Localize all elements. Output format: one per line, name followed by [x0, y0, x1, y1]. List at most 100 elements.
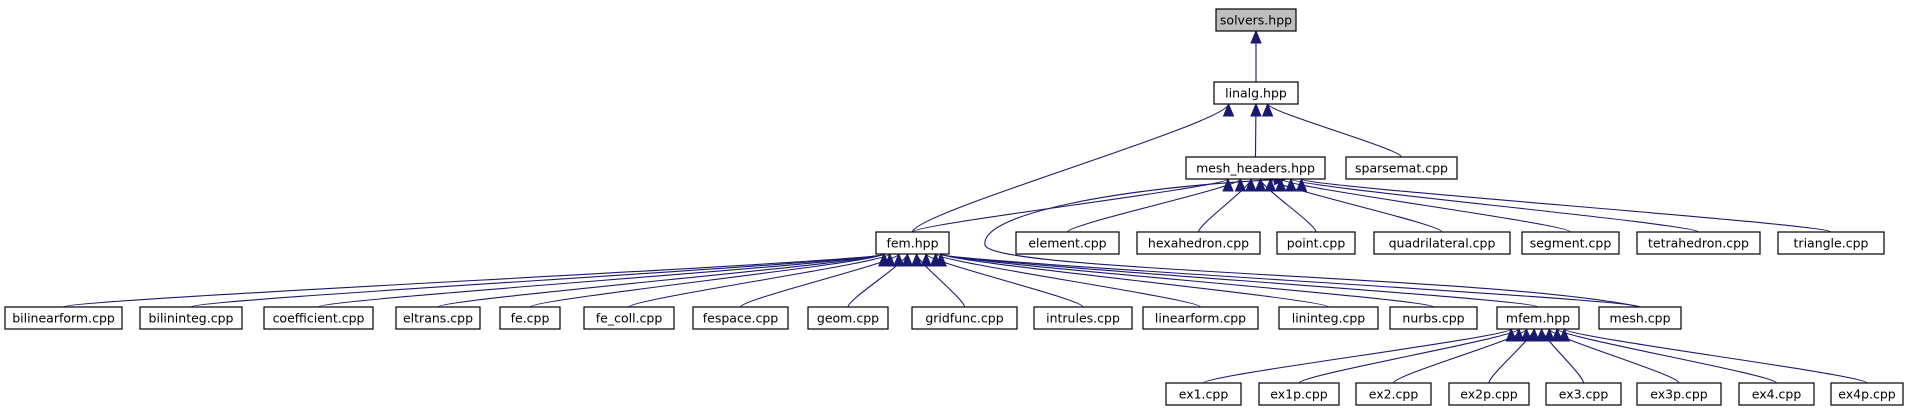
node-ex4-cpp[interactable]: ex4.cpp — [1738, 382, 1815, 406]
node-hexahedron-cpp[interactable]: hexahedron.cpp — [1136, 231, 1261, 255]
node-box[interactable] — [263, 306, 374, 330]
node-box[interactable] — [875, 231, 950, 255]
node-box[interactable] — [1777, 231, 1885, 255]
node-ex1-cpp[interactable]: ex1.cpp — [1165, 382, 1242, 406]
node-intrules-cpp[interactable]: intrules.cpp — [1033, 306, 1133, 330]
node-box[interactable] — [1165, 382, 1242, 406]
node-ex2-cpp[interactable]: ex2.cpp — [1355, 382, 1432, 406]
node-box[interactable] — [1213, 81, 1299, 105]
node-ex3-cpp[interactable]: ex3.cpp — [1545, 382, 1622, 406]
node-box[interactable] — [4, 306, 123, 330]
edge-mesh_cpp-to-mesh_headers_hpp — [984, 178, 1641, 308]
arrowhead-hexahedron_cpp-to-mesh_headers_hpp — [1245, 177, 1257, 192]
node-label: sparsemat.cpp — [1355, 161, 1448, 176]
node-box[interactable] — [1496, 306, 1580, 330]
node-gridfunc-cpp[interactable]: gridfunc.cpp — [911, 306, 1018, 330]
edge-fe_coll_cpp-to-fem_hpp — [628, 253, 891, 308]
node-box[interactable] — [583, 306, 675, 330]
arrowhead-mesh_cpp-to-fem_hpp — [935, 252, 947, 267]
arrowhead-segment_cpp-to-mesh_headers_hpp — [1274, 177, 1287, 192]
node-ex4p-cpp[interactable]: ex4p.cpp — [1830, 382, 1904, 406]
node-box[interactable] — [1345, 156, 1458, 180]
edge-fe_cpp-to-fem_hpp — [529, 253, 885, 308]
node-box[interactable] — [1136, 231, 1261, 255]
node-box[interactable] — [1636, 231, 1761, 255]
node-ex1p-cpp[interactable]: ex1p.cpp — [1258, 382, 1340, 406]
node-quadrilateral-cpp[interactable]: quadrilateral.cpp — [1373, 231, 1511, 255]
arrowhead-element_cpp-to-mesh_headers_hpp — [1234, 177, 1247, 192]
node-box[interactable] — [1598, 306, 1682, 330]
node-box[interactable] — [1545, 382, 1622, 406]
node-element-cpp[interactable]: element.cpp — [1015, 231, 1120, 255]
node-segment-cpp[interactable]: segment.cpp — [1521, 231, 1620, 255]
node-box[interactable] — [1830, 382, 1904, 406]
node-box[interactable] — [1015, 231, 1120, 255]
node-mesh-cpp[interactable]: mesh.cpp — [1598, 306, 1682, 330]
edge-segment_cpp-to-mesh_headers_hpp — [1280, 178, 1572, 233]
node-box[interactable] — [499, 306, 561, 330]
node-fespace-cpp[interactable]: fespace.cpp — [692, 306, 789, 330]
node-fem-hpp[interactable]: fem.hpp — [875, 231, 950, 255]
edge-ex1_cpp-to-mfem_hpp — [1202, 328, 1512, 384]
node-label: ex1.cpp — [1179, 387, 1229, 402]
node-box[interactable] — [1185, 156, 1326, 180]
node-label: linearform.cpp — [1155, 311, 1246, 326]
node-label: gridfunc.cpp — [925, 311, 1003, 326]
node-label: mfem.hpp — [1506, 311, 1570, 326]
node-label: bilininteg.cpp — [149, 311, 234, 326]
node-box[interactable] — [692, 306, 789, 330]
node-triangle-cpp[interactable]: triangle.cpp — [1777, 231, 1885, 255]
node-box[interactable] — [1448, 382, 1530, 406]
node-point-cpp[interactable]: point.cpp — [1276, 231, 1356, 255]
node-box[interactable] — [1636, 382, 1722, 406]
node-mesh-headers-hpp[interactable]: mesh_headers.hpp — [1185, 156, 1326, 180]
arrowhead-sparsemat_cpp-to-linalg_hpp — [1261, 102, 1274, 117]
node-eltrans-cpp[interactable]: eltrans.cpp — [395, 306, 481, 330]
edge-bilininteg_cpp-to-fem_hpp — [190, 253, 885, 308]
node-box[interactable] — [395, 306, 481, 330]
node-box[interactable] — [1355, 382, 1432, 406]
node-ex3p-cpp[interactable]: ex3p.cpp — [1636, 382, 1722, 406]
node-box[interactable] — [1142, 306, 1259, 330]
node-bilininteg-cpp[interactable]: bilininteg.cpp — [139, 306, 243, 330]
node-sparsemat-cpp[interactable]: sparsemat.cpp — [1345, 156, 1458, 180]
node-box[interactable] — [139, 306, 243, 330]
node-mfem-hpp[interactable]: mfem.hpp — [1496, 306, 1580, 330]
node-box[interactable] — [1738, 382, 1815, 406]
node-lininteg-cpp[interactable]: lininteg.cpp — [1278, 306, 1379, 330]
node-box[interactable] — [1373, 231, 1511, 255]
node-nurbs-cpp[interactable]: nurbs.cpp — [1389, 306, 1478, 330]
node-label: coefficient.cpp — [273, 311, 365, 326]
node-fe-coll-cpp[interactable]: fe_coll.cpp — [583, 306, 675, 330]
node-ex2p-cpp[interactable]: ex2p.cpp — [1448, 382, 1530, 406]
node-box[interactable] — [911, 306, 1018, 330]
edge-intrules_cpp-to-fem_hpp — [925, 253, 1084, 308]
node-label: ex3.cpp — [1559, 387, 1609, 402]
node-label: ex4p.cpp — [1838, 387, 1896, 402]
node-label: intrules.cpp — [1046, 311, 1120, 326]
node-linearform-cpp[interactable]: linearform.cpp — [1142, 306, 1259, 330]
node-box[interactable] — [1276, 231, 1356, 255]
node-label: eltrans.cpp — [403, 311, 473, 326]
node-bilinearform-cpp[interactable]: bilinearform.cpp — [4, 306, 123, 330]
node-fe-cpp[interactable]: fe.cpp — [499, 306, 561, 330]
node-geom-cpp[interactable]: geom.cpp — [807, 306, 889, 330]
node-box[interactable] — [1278, 306, 1379, 330]
edge-triangle_cpp-to-mesh_headers_hpp — [1300, 178, 1832, 233]
node-box[interactable] — [1258, 382, 1340, 406]
node-solvers-hpp[interactable]: solvers.hpp — [1215, 8, 1297, 32]
node-box[interactable] — [1033, 306, 1133, 330]
node-box[interactable] — [1521, 231, 1620, 255]
node-label: fe_coll.cpp — [596, 311, 663, 326]
node-box[interactable] — [1389, 306, 1478, 330]
node-box[interactable] — [1215, 8, 1297, 32]
node-label: ex2.cpp — [1369, 387, 1419, 402]
arrowhead-point_cpp-to-mesh_headers_hpp — [1254, 177, 1267, 192]
node-linalg-hpp[interactable]: linalg.hpp — [1213, 81, 1299, 105]
node-coefficient-cpp[interactable]: coefficient.cpp — [263, 306, 374, 330]
node-tetrahedron-cpp[interactable]: tetrahedron.cpp — [1636, 231, 1761, 255]
arrowhead-linalg_hpp-to-solvers_hpp — [1250, 29, 1262, 44]
node-label: triangle.cpp — [1794, 236, 1869, 251]
arrowhead-ex3p_cpp-to-mfem_hpp — [1543, 327, 1556, 342]
node-box[interactable] — [807, 306, 889, 330]
